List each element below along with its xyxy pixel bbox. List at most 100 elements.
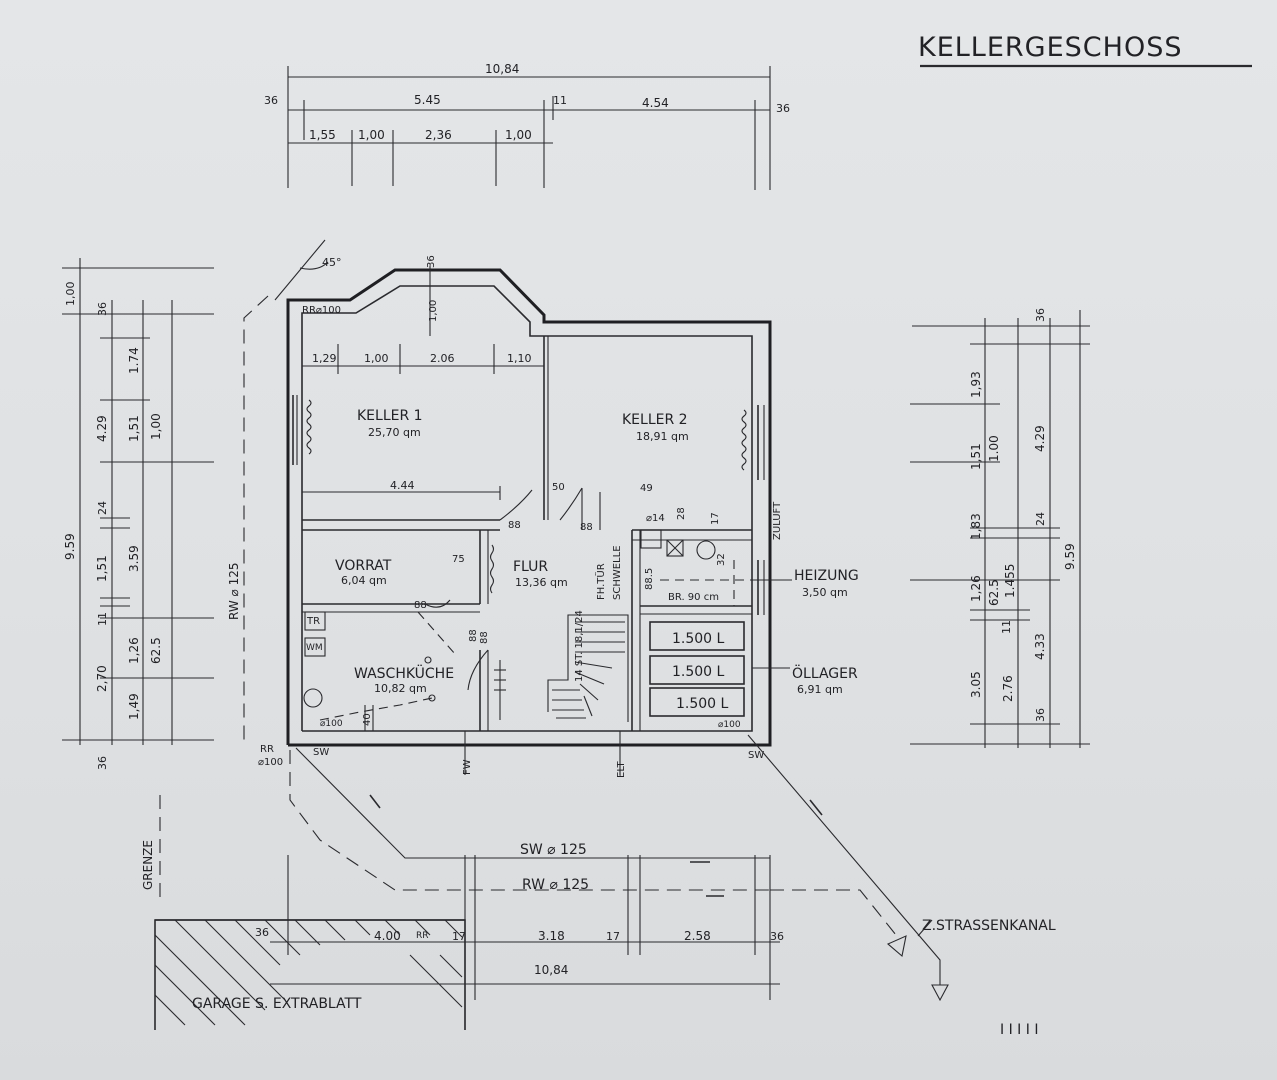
schwelle-label: SCHWELLE (612, 545, 623, 600)
garage-label: GARAGE S. EXTRABLATT (192, 996, 362, 1012)
dim-right-c1-c: 1,83 (969, 513, 983, 540)
bottom-dim-d: 3.18 (538, 929, 565, 943)
k1-dim-a: 1,29 (312, 352, 337, 365)
dim-top-b: 4.54 (642, 96, 669, 110)
dim-40: 40 (362, 713, 373, 726)
rr-bottom-label: RR (260, 744, 274, 755)
annotations: 45° RR⌀100 RW ⌀ 125 RR ⌀100 SW SW FW ELT… (227, 239, 783, 778)
dim-88-e: 88 (479, 631, 490, 644)
room-heizung-area: 3,50 qm (802, 586, 848, 599)
dim-left-c2-b: 1,51 (95, 555, 109, 582)
dim-left-total: 9.59 (63, 533, 77, 560)
dim-right-c2-a: 1.00 (987, 435, 1001, 462)
dim-right-c3-b: 24 (1034, 512, 1047, 526)
dim-right-total: 9.59 (1063, 543, 1077, 570)
inner-dimensions: 1,29 1,00 2.06 1,10 4.44 88 88 50 49 28 … (312, 255, 727, 726)
dim-left-c4-b: 62.5 (149, 637, 163, 664)
fh-tur-label: FH.TÜR (594, 563, 607, 600)
dim-left-c4-a: 1,00 (149, 413, 163, 440)
dim-32: 32 (716, 553, 727, 566)
k1-dim-b: 1,00 (364, 352, 389, 365)
bottom-dim-b: 4.00 (374, 929, 401, 943)
dim-left-c3-a: 1.74 (127, 347, 141, 374)
room-keller1-area: 25,70 qm (368, 426, 421, 439)
room-vorrat-area: 6,04 qm (341, 574, 387, 587)
dim-left-top-b: 36 (96, 302, 109, 316)
bottom-dim-a: 36 (255, 926, 269, 939)
dim-36-bay: 36 (426, 255, 437, 268)
dim-low-c: 2,36 (425, 128, 452, 142)
dim-88-d: 88 (468, 629, 479, 642)
fw-label: FW (462, 759, 473, 775)
elt-label: ELT (616, 760, 627, 778)
dim-left-c2-e: 11 (96, 612, 109, 626)
room-waschkueche-name: WASCHKÜCHE (354, 664, 454, 682)
dim-88-f: 88.5 (644, 568, 655, 590)
dim-left-top-a: 1,00 (64, 282, 77, 307)
tr-label: TR (306, 616, 320, 627)
left-dimension-chains: 9.59 4.29 1,51 2,70 36 11 1.74 1,51 3.59… (62, 258, 214, 770)
dim-right-c3-e: 36 (1034, 708, 1047, 722)
rr-top-label: RR⌀100 (302, 305, 341, 316)
room-flur-area: 13,36 qm (515, 576, 568, 589)
dim-88-a: 88 (508, 520, 521, 531)
room-oellager-name: ÖLLAGER (792, 664, 858, 682)
dim-right-c1-a: 1,93 (969, 371, 983, 398)
bottom-dimensions: 36 4.00 17 3.18 17 2.58 36 10,84 RR GREN… (141, 795, 784, 1030)
dim-right-c3-c: 1.455 (1003, 564, 1017, 598)
sw-right-label: SW (748, 750, 764, 761)
sw-left-label: SW (313, 747, 329, 758)
rw-pipe-label: RW ⌀ 125 (522, 877, 589, 893)
room-flur-name: FLUR (513, 559, 548, 575)
dim-left-c3-c: 3.59 (127, 545, 141, 572)
dim-top-a: 5.45 (414, 93, 441, 107)
sw-pipe-label: SW ⌀ 125 (520, 842, 587, 858)
dim-right-top: 36 (1034, 308, 1047, 322)
phi14-label: ⌀14 (646, 513, 665, 524)
dim-overall-top: 10,84 (485, 62, 519, 76)
dim-left-c3-f: 24 (96, 501, 109, 515)
room-heizung-name: HEIZUNG (794, 568, 859, 584)
dim-100-k1: 1,00 (428, 300, 439, 322)
right-dimension-chains: 1,93 1,51 1,83 1,26 3.05 11 1.00 62.5 2.… (910, 308, 1090, 748)
dim-right-c1-d: 1,26 (969, 575, 983, 602)
dim-right-c1-f: 11 (1000, 620, 1013, 634)
k1-dim-c: 2.06 (430, 352, 455, 365)
interior-walls (302, 266, 752, 775)
dim-right-c1-e: 3.05 (969, 671, 983, 698)
dim-88-b: 88 (580, 522, 593, 533)
outer-walls (286, 268, 772, 747)
dim-50: 50 (552, 482, 565, 493)
dim-right-c2-b: 62.5 (987, 579, 1001, 606)
k1-width: 4.44 (390, 479, 415, 492)
dim-low-b: 1,00 (358, 128, 385, 142)
bottom-rr-label: RR (416, 931, 429, 941)
garage-hatch: GARAGE S. EXTRABLATT (154, 919, 466, 1030)
stair-label: 14 ST. 18,1/24 (574, 610, 585, 682)
tank-1: 1.500 L (672, 631, 725, 647)
sewer-lines: SW ⌀ 125 RW ⌀ 125 Z.STRASSENKANAL (289, 734, 1056, 1002)
dim-top-c: 36 (264, 94, 278, 107)
wm-label: WM (306, 643, 323, 653)
top-dimension-chains: 10,84 5.45 4.54 36 11 36 1,55 1,00 2,36 … (264, 62, 790, 190)
phi100-b: ⌀100 (718, 720, 741, 730)
phi100-a: ⌀100 (320, 719, 343, 729)
room-keller2-area: 18,91 qm (636, 430, 689, 443)
dim-right-c1-b: 1,51 (969, 443, 983, 470)
dim-28: 28 (676, 507, 687, 520)
dim-17: 17 (710, 512, 721, 525)
room-labels: KELLER 1 25,70 qm KELLER 2 18,91 qm VORR… (335, 408, 859, 712)
zuluft-label: ZULUFT (772, 501, 783, 540)
bottom-dim-overall: 10,84 (534, 963, 568, 977)
corner-mark: I I I I I (1000, 1022, 1038, 1038)
room-oellager-area: 6,91 qm (797, 683, 843, 696)
dim-top-d: 11 (553, 94, 567, 107)
kanal-label: Z.STRASSENKANAL (922, 918, 1056, 934)
room-waschkueche-area: 10,82 qm (374, 682, 427, 695)
dim-top-e: 36 (776, 102, 790, 115)
grenze-label: GRENZE (141, 840, 155, 890)
dim-75: 75 (452, 554, 465, 565)
dim-left-c2-d: 36 (96, 756, 109, 770)
